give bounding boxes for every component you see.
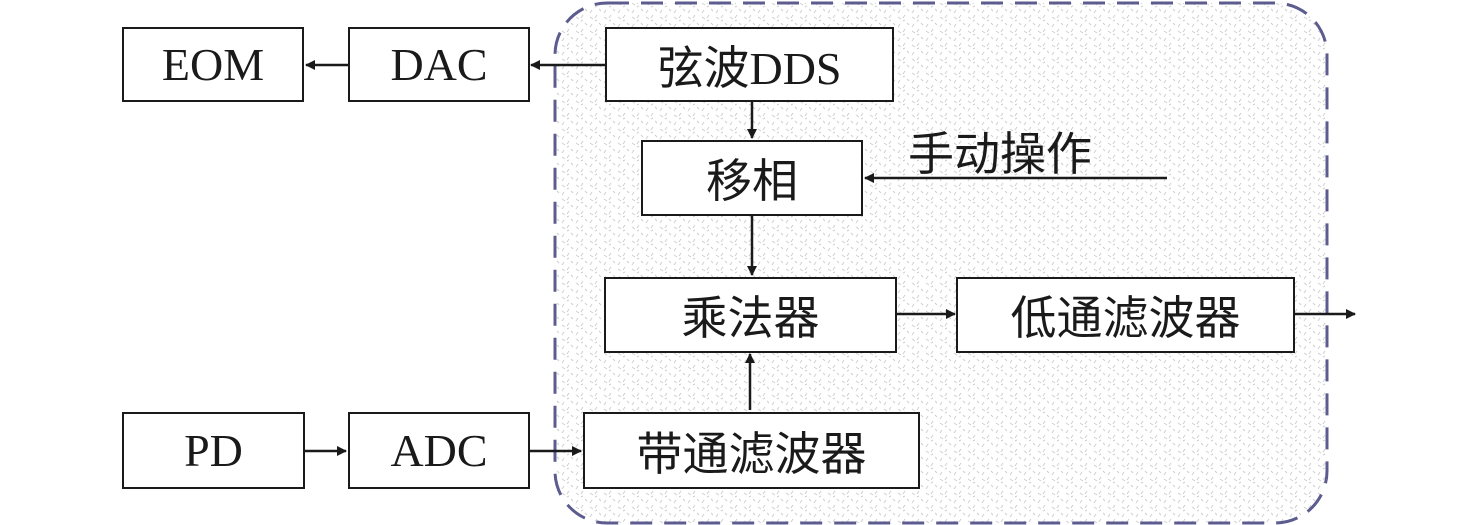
- adc-block: ADC: [348, 412, 530, 489]
- pd-block: PD: [122, 412, 305, 489]
- manual-operation-label: 手动操作: [908, 129, 1092, 180]
- eom-block: EOM: [122, 27, 304, 102]
- sine-dds-block: 弦波DDS: [605, 27, 894, 102]
- multiplier-block: 乘法器: [604, 277, 897, 353]
- low-pass-filter-block: 低通滤波器: [956, 277, 1295, 353]
- phase-shift-block: 移相: [641, 140, 863, 216]
- band-pass-filter-block: 带通滤波器: [583, 412, 920, 489]
- dac-block: DAC: [348, 27, 530, 102]
